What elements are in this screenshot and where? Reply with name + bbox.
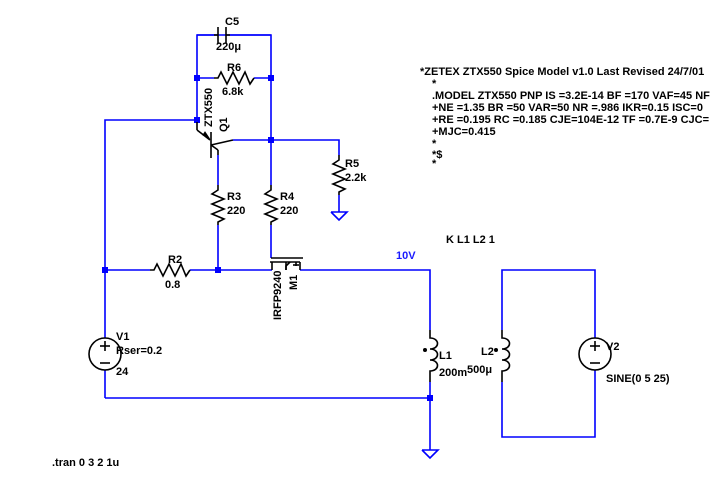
v2-value: SINE(0 5 25) bbox=[606, 373, 670, 385]
r5-value: 2.2k bbox=[345, 172, 367, 184]
junction-dot bbox=[194, 75, 200, 81]
voltage-source-v1[interactable] bbox=[88, 337, 122, 371]
c5-value: 220μ bbox=[216, 41, 241, 53]
inductor-l2[interactable] bbox=[494, 330, 511, 382]
l2-name: L2 bbox=[481, 346, 494, 358]
resistor-r3[interactable] bbox=[209, 185, 227, 225]
r6-name: R6 bbox=[227, 62, 241, 74]
junction-dot bbox=[194, 117, 200, 123]
junction-dot bbox=[268, 75, 274, 81]
junction-dot bbox=[215, 267, 221, 273]
junction-dots bbox=[102, 75, 433, 401]
l1-name: L1 bbox=[439, 350, 452, 362]
resistor-r2[interactable] bbox=[150, 262, 191, 278]
model-line: *$ bbox=[432, 149, 442, 161]
m1-model: IRFP9240 bbox=[272, 270, 284, 320]
ground-symbol-main bbox=[421, 449, 440, 460]
model-line: * bbox=[432, 78, 437, 90]
r2-name: R2 bbox=[168, 254, 182, 266]
junction-dot bbox=[102, 267, 108, 273]
v1-name: V1 bbox=[116, 331, 129, 343]
r3-value: 220 bbox=[227, 205, 245, 217]
r5-name: R5 bbox=[345, 158, 359, 170]
r4-value: 220 bbox=[280, 205, 298, 217]
net-label-10v: 10V bbox=[396, 250, 416, 262]
l1-value: 200m bbox=[439, 367, 467, 379]
l2-value: 500μ bbox=[467, 364, 492, 376]
v1-value: 24 bbox=[116, 366, 129, 378]
inductor-l1[interactable] bbox=[423, 330, 439, 382]
r4-name: R4 bbox=[280, 191, 295, 203]
junction-dot bbox=[268, 137, 274, 143]
c5-name: C5 bbox=[225, 16, 239, 28]
model-line: +NE =1.35 BR =50 VAR=50 NR =.986 IKR=0.1… bbox=[432, 102, 703, 114]
model-line: * bbox=[432, 138, 437, 150]
r6-value: 6.8k bbox=[222, 86, 244, 98]
ground-symbol-r5 bbox=[330, 211, 349, 222]
v2-name: V2 bbox=[606, 341, 619, 353]
junction-dot bbox=[427, 395, 433, 401]
r3-name: R3 bbox=[227, 191, 241, 203]
model-line: .MODEL ZTX550 PNP IS =3.2E-14 BF =170 VA… bbox=[432, 90, 710, 102]
tran-directive: .tran 0 3 2 1u bbox=[52, 457, 119, 469]
resistor-r6[interactable] bbox=[214, 70, 255, 86]
transistor-q1[interactable] bbox=[196, 122, 234, 158]
coupling-directive: K L1 L2 1 bbox=[446, 234, 495, 246]
resistor-r4[interactable] bbox=[262, 185, 280, 225]
model-line: * bbox=[432, 158, 437, 170]
model-line: +RE =0.195 RC =0.185 CJE=104E-12 TF =0.7… bbox=[432, 114, 709, 126]
m1-name: M1 bbox=[288, 275, 300, 290]
q1-name: Q1 bbox=[218, 117, 230, 132]
model-line: +MJC=0.415 bbox=[432, 126, 496, 138]
capacitor-c5[interactable] bbox=[214, 27, 230, 43]
v1-param: Rser=0.2 bbox=[116, 345, 162, 357]
voltage-source-v2[interactable] bbox=[578, 337, 612, 371]
q1-model: ZTX550 bbox=[203, 88, 215, 127]
mosfet-m1[interactable] bbox=[270, 257, 303, 270]
model-line: *ZETEX ZTX550 Spice Model v1.0 Last Revi… bbox=[420, 66, 704, 78]
wires bbox=[104, 34, 596, 450]
spice-model-text: *ZETEX ZTX550 Spice Model v1.0 Last Revi… bbox=[420, 66, 710, 170]
r2-value: 0.8 bbox=[165, 279, 180, 291]
resistor-r5[interactable] bbox=[330, 155, 348, 195]
